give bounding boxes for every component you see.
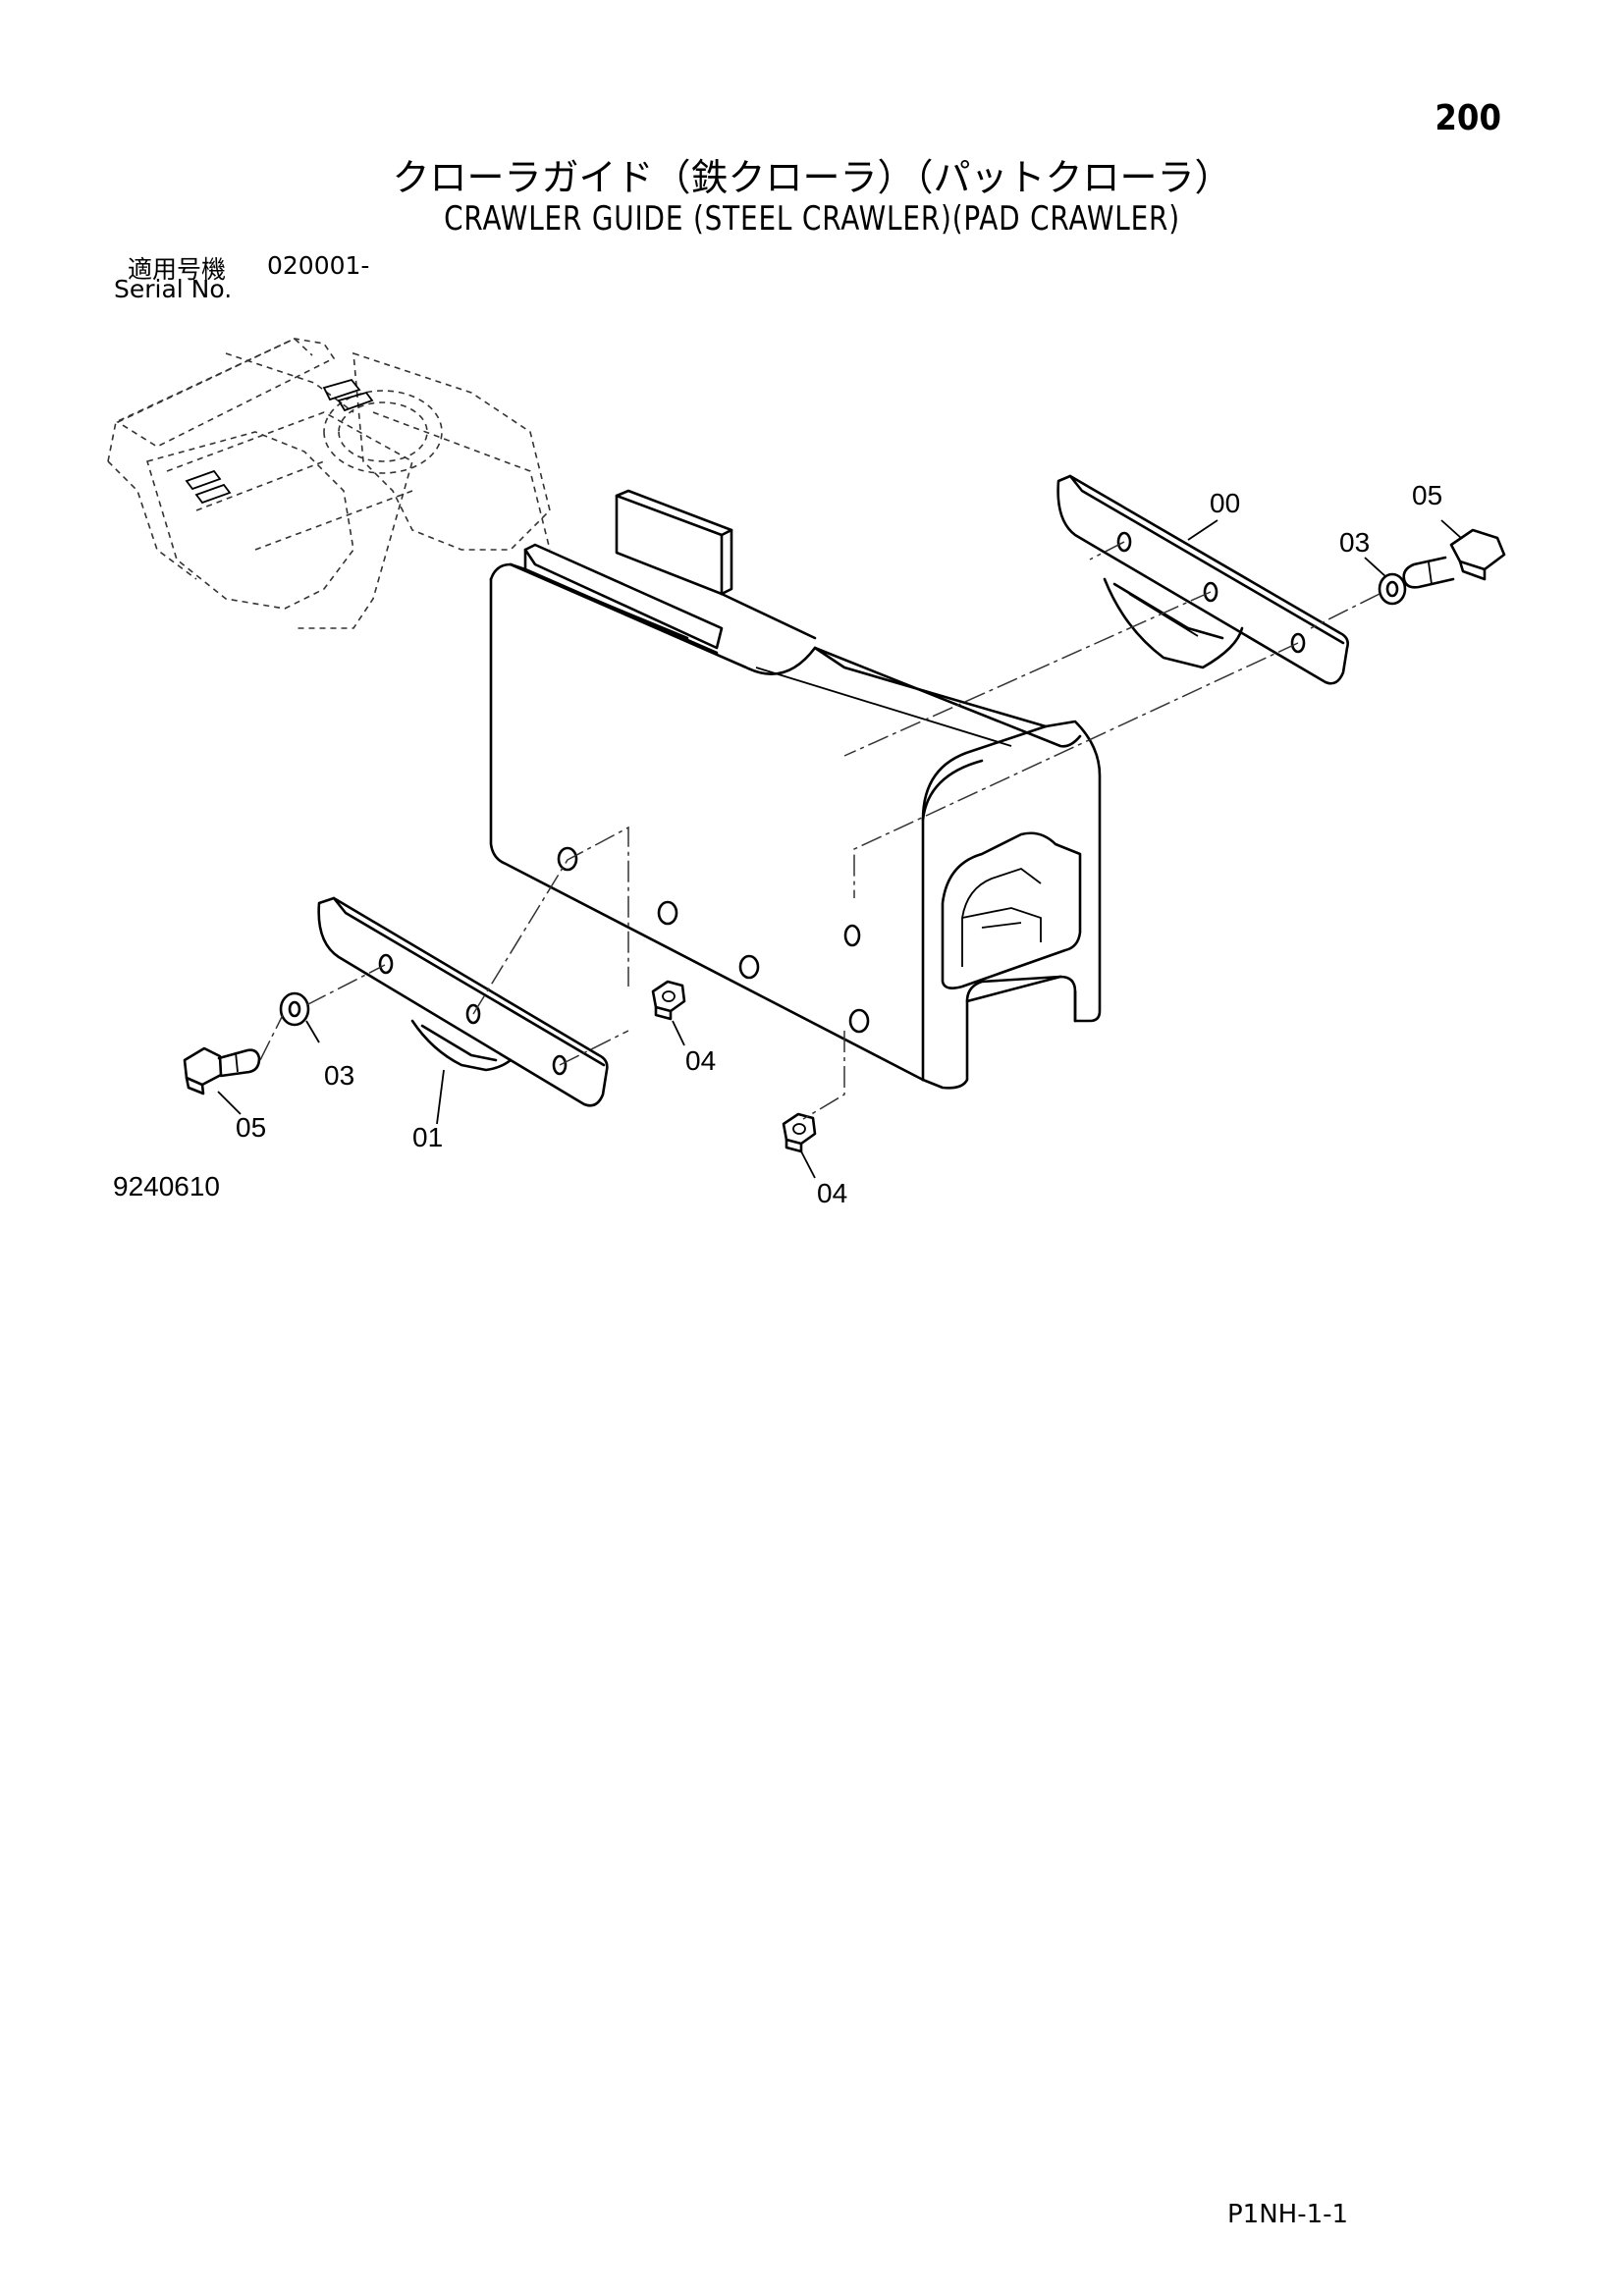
callout-leaders <box>217 519 1462 1179</box>
callout-01: 01 <box>412 1122 443 1152</box>
washer-03-right <box>1378 572 1407 606</box>
guide-plate-01 <box>317 896 609 1107</box>
nut-04-lower <box>782 1112 817 1153</box>
sheet-code: P1NH-1-1 <box>1227 2200 1349 2229</box>
washer-03-left <box>279 991 310 1027</box>
callout-03-left: 03 <box>324 1060 354 1091</box>
serial-label-english: Serial No. <box>114 275 233 303</box>
title-english: CRAWLER GUIDE (STEEL CRAWLER)(PAD CRAWLE… <box>444 199 1180 239</box>
undercarriage-locator-sketch <box>107 338 551 629</box>
callout-05-right: 05 <box>1412 480 1442 510</box>
callout-04-lower: 04 <box>817 1178 847 1208</box>
bolt-05-right <box>1402 528 1506 589</box>
serial-number-value: 020001- <box>267 251 370 280</box>
title-japanese: クローラガイド（鉄クローラ）（パットクローラ） <box>392 156 1232 199</box>
bolt-05-left <box>183 1046 261 1095</box>
figure-code: 9240610 <box>113 1171 221 1201</box>
callout-00: 00 <box>1210 488 1240 518</box>
page-number: 200 <box>1435 98 1501 138</box>
nut-04-upper <box>651 980 686 1021</box>
crawler-frame-body <box>489 489 1102 1090</box>
assembly-centerlines <box>259 541 1380 1120</box>
callout-04-upper: 04 <box>685 1045 716 1076</box>
serial-label-japanese: 適用号機 <box>128 255 227 284</box>
guide-plate-00 <box>1056 474 1349 685</box>
callout-03-right: 03 <box>1339 527 1370 558</box>
callout-05-left: 05 <box>236 1112 266 1143</box>
